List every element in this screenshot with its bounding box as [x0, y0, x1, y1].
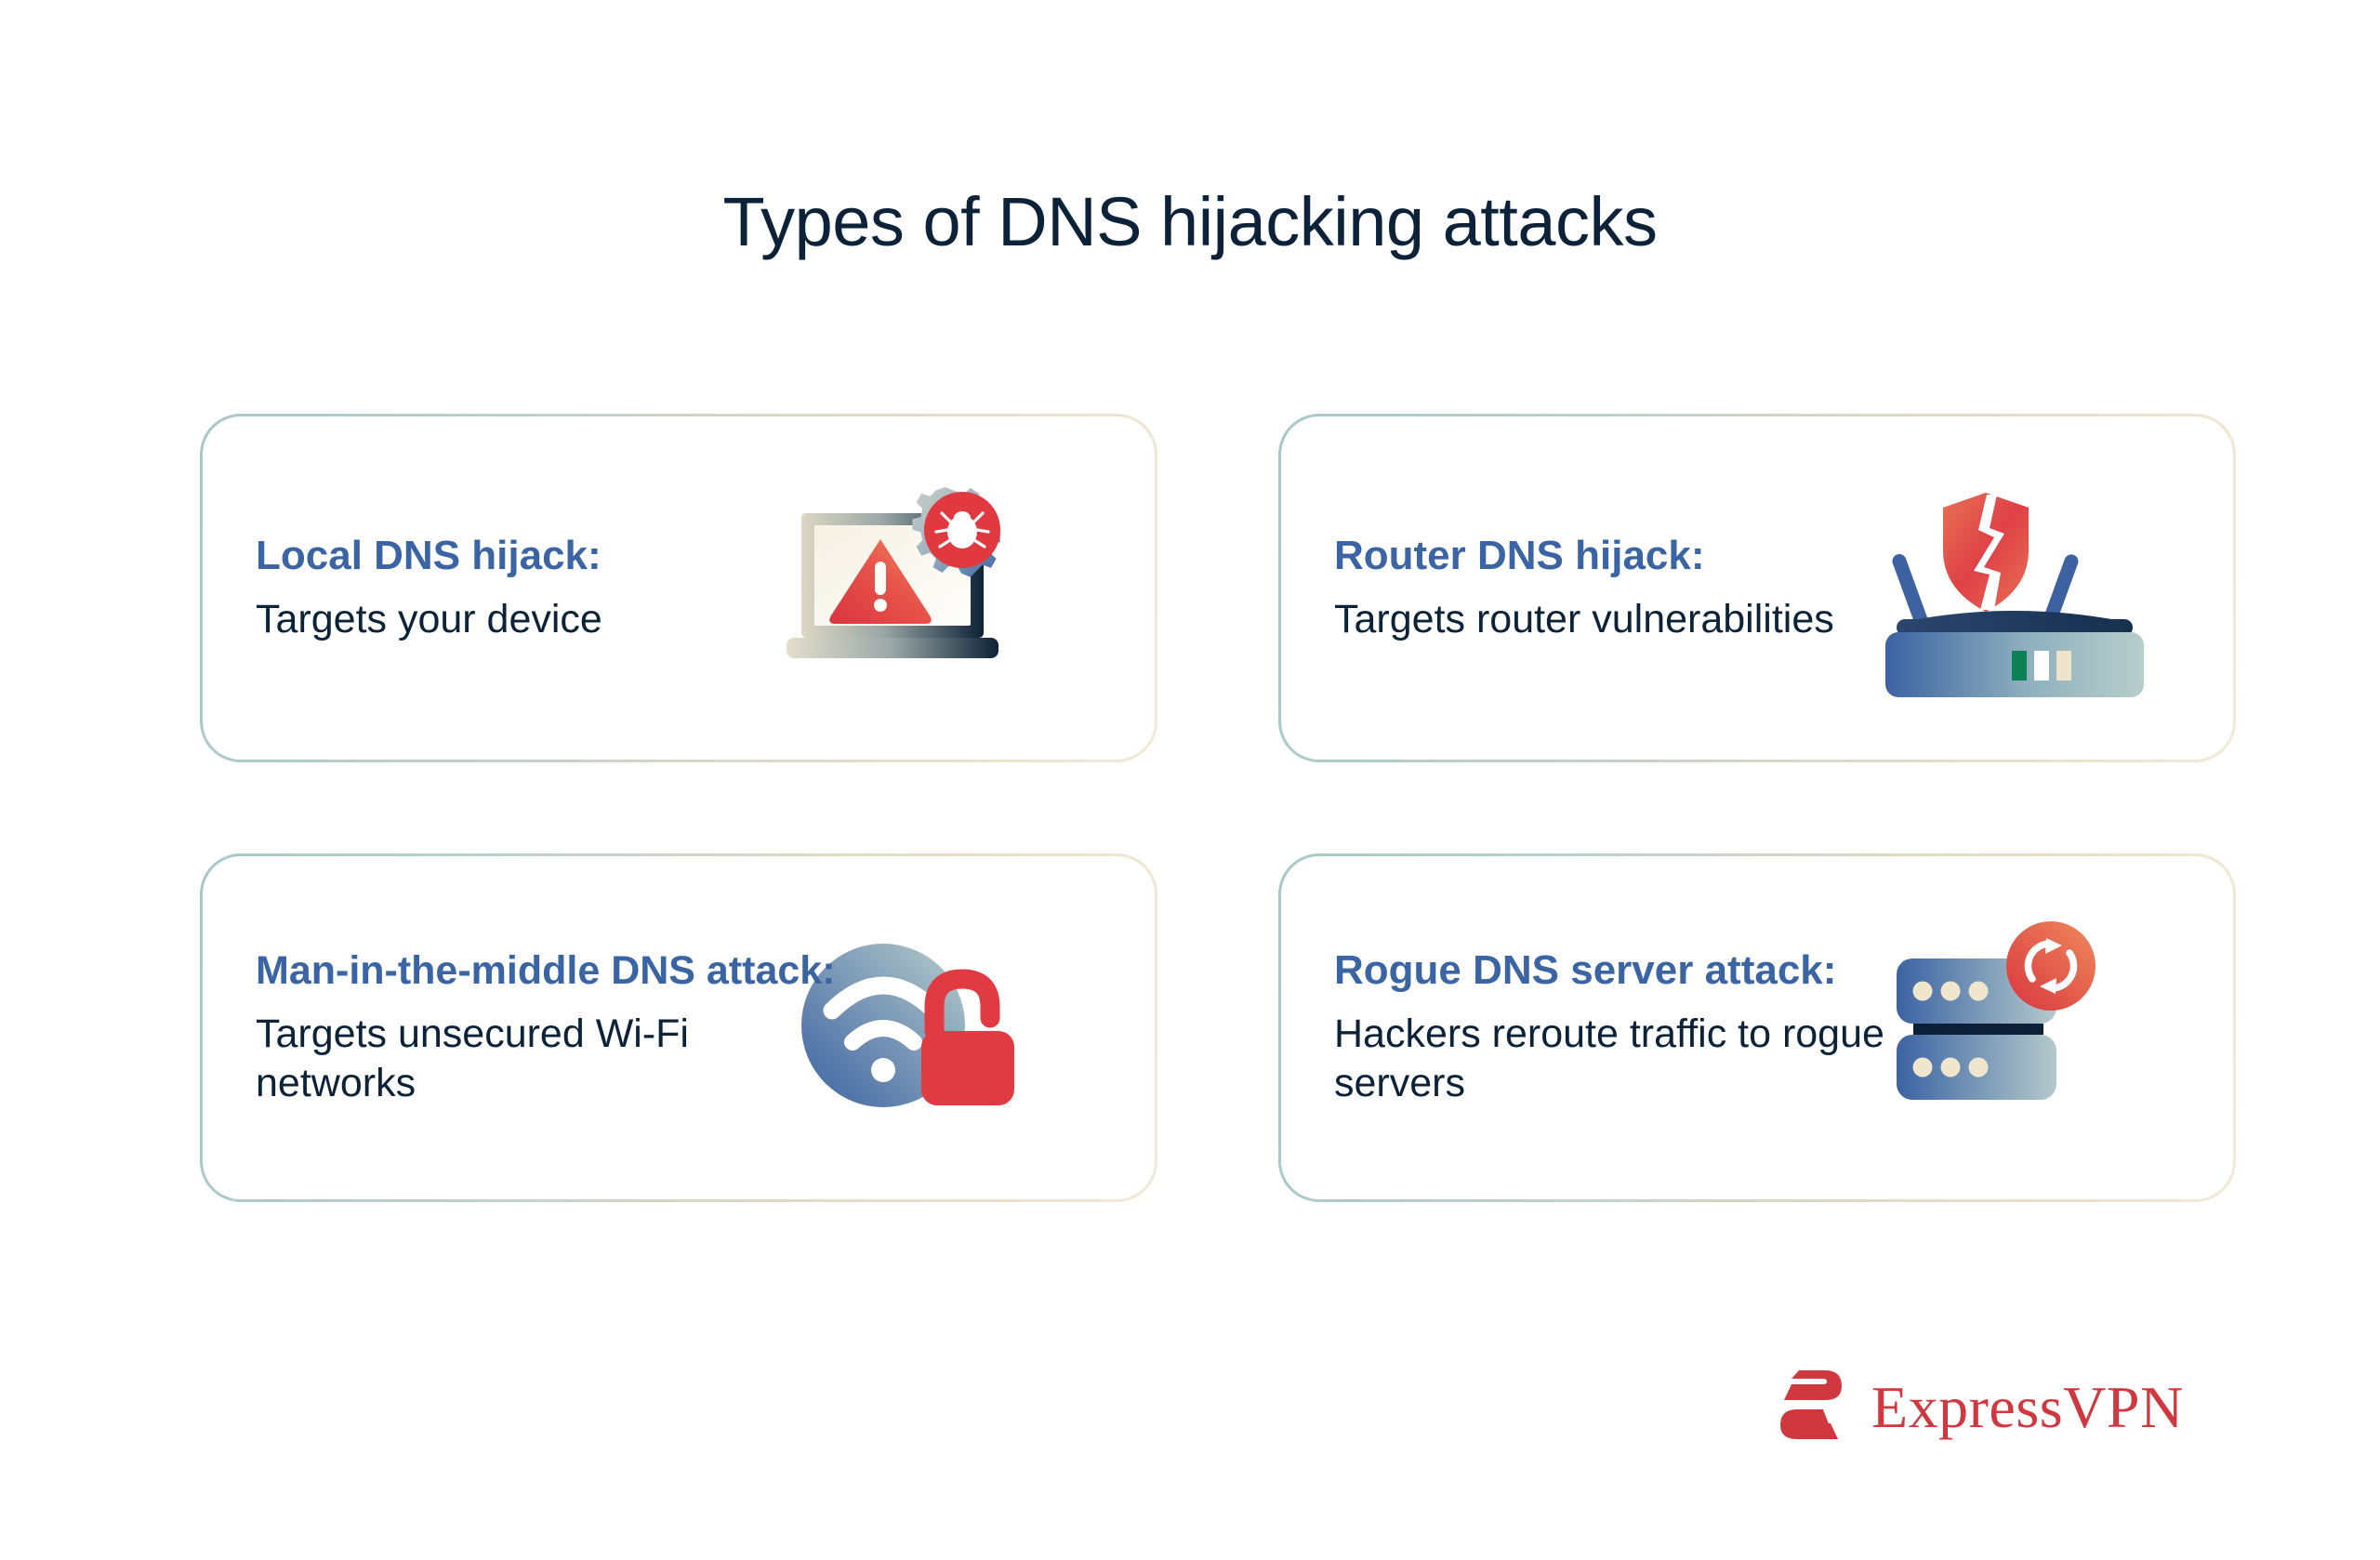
wifi-open-padlock-icon	[716, 856, 1116, 1199]
card-description: Hackers reroute traffic to rogue servers	[1334, 1011, 1884, 1106]
card-description: Targets your device	[256, 596, 602, 641]
card-heading: Router DNS hijack:	[1334, 532, 1705, 578]
card-router-dns-hijack[interactable]: Router DNS hijack: Targets router vulner…	[1278, 414, 2236, 762]
card-text-block: Local DNS hijack: Targets your device	[203, 532, 602, 644]
card-text-block: Router DNS hijack: Targets router vulner…	[1281, 532, 1834, 644]
card-heading: Local DNS hijack:	[256, 532, 602, 578]
card-text-block: Rogue DNS server attack: Hackers reroute…	[1281, 946, 1929, 1109]
expressvpn-logo: ExpressVPN	[1771, 1365, 2184, 1449]
card-man-in-the-middle-dns-attack[interactable]: Man-in-the-middle DNS attack: Targets un…	[200, 853, 1157, 1202]
card-description: Targets router vulnerabilities	[1334, 596, 1834, 641]
attack-type-card-grid: Local DNS hijack: Targets your device	[200, 414, 2236, 1202]
card-local-dns-hijack[interactable]: Local DNS hijack: Targets your device	[200, 414, 1157, 762]
server-stack-reroute-icon	[1802, 856, 2202, 1199]
card-rogue-dns-server-attack[interactable]: Rogue DNS server attack: Hackers reroute…	[1278, 853, 2236, 1202]
laptop-warning-bug-gear-icon	[721, 416, 1121, 760]
card-text-block: Man-in-the-middle DNS attack: Targets un…	[203, 947, 851, 1108]
expressvpn-wordmark: ExpressVPN	[1871, 1373, 2184, 1440]
card-heading: Rogue DNS server attack:	[1334, 947, 1837, 994]
page-title: Types of DNS hijacking attacks	[722, 182, 1659, 260]
card-description: Targets unsecured Wi-Fi networks	[256, 1011, 689, 1105]
card-heading: Man-in-the-middle DNS attack:	[256, 947, 836, 993]
expressvpn-e-logo	[1771, 1365, 1851, 1449]
router-broken-shield-icon	[1815, 416, 2215, 760]
